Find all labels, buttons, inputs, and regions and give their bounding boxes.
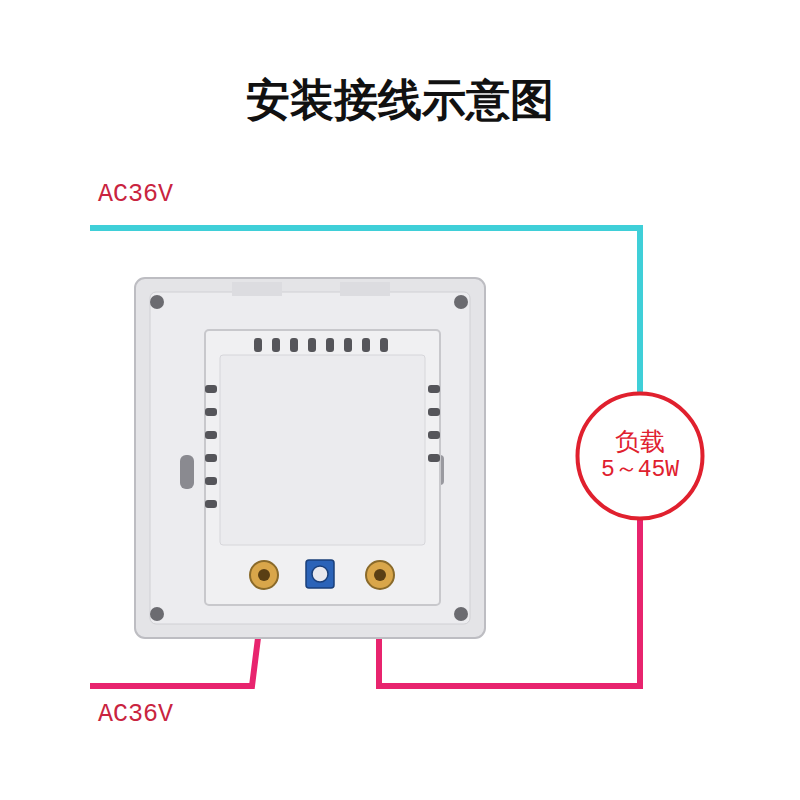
load-circle: 负载5～45W [575, 391, 705, 521]
switch-plate [135, 278, 485, 638]
voltage-label: AC36V [98, 700, 173, 729]
load-text: 5～45W [601, 457, 679, 483]
diagram-title: 安装接线示意图 [246, 71, 554, 130]
circle-border [578, 394, 703, 519]
load-text: 负载 [615, 428, 665, 457]
voltage-label: AC36V [98, 180, 173, 209]
